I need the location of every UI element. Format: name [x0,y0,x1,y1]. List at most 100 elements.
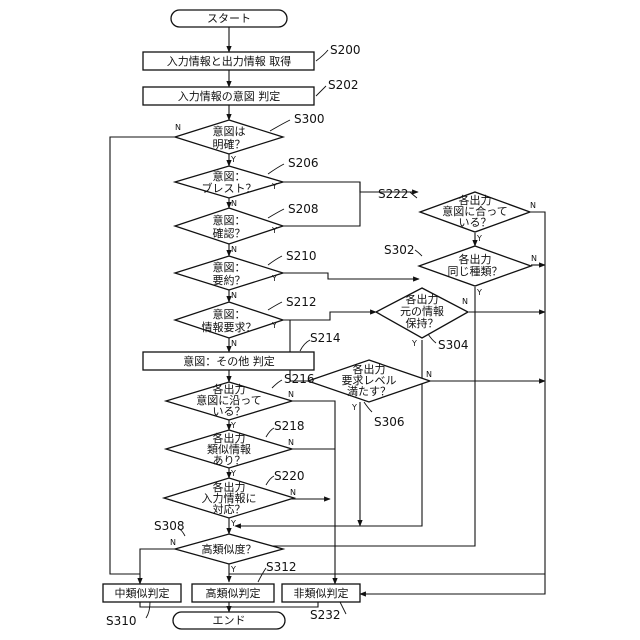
s308-no-marker: N [170,538,176,547]
step-refs: S200 S202 S300 S206 S208 S210 S212 S214 … [106,43,469,628]
s300-no-marker: N [175,123,181,132]
ref-s202: S202 [328,78,359,92]
line-s310-to-end [140,602,229,607]
node-start: スタート [171,10,287,27]
leader-s312 [258,568,266,582]
node-s306: 各出力 要求レベル 満たす？ [308,360,430,402]
node-s214: 意図：その他 判定 [143,352,314,370]
leader-s218 [266,428,274,437]
s208-yes-marker: Y [271,226,277,235]
ref-s304: S304 [438,338,469,352]
leader-s302 [415,250,422,256]
node-end: エンド [173,612,285,629]
ref-s312: S312 [266,560,297,574]
s216-yes-marker: Y [230,421,236,430]
start-label: スタート [207,12,251,25]
s310-label: 中類似判定 [115,586,170,600]
leader-s212 [268,302,282,310]
node-s206: 意図： ブレスト？ [175,166,283,198]
leader-s222 [410,192,417,198]
s302-no-marker: N [531,254,537,263]
s218-no-marker: N [288,438,294,447]
node-s202: 入力情報の意図 判定 [143,87,314,105]
s208-label-line1: 意図： [213,213,246,227]
s200-label: 入力情報と出力情報 取得 [167,54,292,68]
line-s232-to-end [229,602,318,607]
s304-no-marker: N [462,297,468,306]
leader-s200 [316,50,328,61]
leader-s220 [266,476,274,485]
leader-s232 [340,602,346,614]
s206-yes-marker: Y [271,182,277,191]
s302-label-line2: 同じ種類？ [448,264,503,278]
line-s210-yes-to-s302 [283,273,419,279]
node-s220: 各出力 入力情報に 対応？ [164,478,294,518]
s214-label: 意図：その他 判定 [183,354,275,368]
leader-s216 [272,380,282,388]
leader-s210 [268,256,282,265]
s212-label-line1: 意図： [213,307,246,321]
line-s308-no-to-s310 [140,549,175,584]
leader-s208 [268,209,284,218]
ref-s222: S222 [378,187,409,201]
ref-s302: S302 [384,243,415,257]
node-s300: 意図は 明確？ [175,120,283,154]
s210-yes-marker: Y [271,274,277,283]
ref-s206: S206 [288,156,319,170]
s222-no-marker: N [530,201,536,210]
node-s302: 各出力 同じ種類？ [419,246,531,286]
s218-yes-marker: Y [230,469,236,478]
s306-no-marker: N [426,370,432,379]
node-s232: 非類似判定 [282,584,360,602]
s308-yes-marker: Y [230,565,236,574]
ref-s208: S208 [288,202,319,216]
s232-label: 非類似判定 [294,586,349,600]
s220-yes-marker: Y [230,519,236,528]
leader-s300 [270,120,290,131]
node-s310: 中類似判定 [103,584,181,602]
ref-s212: S212 [286,295,317,309]
node-s200: 入力情報と出力情報 取得 [143,52,314,70]
s208-label-line2: 確認？ [213,226,246,240]
s312-label: 高類似判定 [206,586,261,600]
s302-yes-marker: Y [476,288,482,297]
s216-label-line3: いる？ [213,405,246,418]
s304-yes-marker: Y [411,339,417,348]
ref-s210: S210 [286,249,317,263]
s202-label: 入力情報の意図 判定 [178,89,281,103]
leader-s202 [316,86,326,96]
s220-no-marker: N [290,488,296,497]
s206-label-line2: ブレスト？ [202,181,257,195]
leader-s214 [300,340,310,351]
s304-label-line3: 保持？ [406,316,439,330]
ref-s300: S300 [294,112,325,126]
node-s208: 意図： 確認？ [175,208,283,244]
s300-label-line1: 意図は [213,124,246,138]
s306-label-line3: 満たす？ [347,385,391,398]
s302-label-line1: 各出力 [459,252,492,266]
node-s218: 各出力 類似情報 あり？ [166,430,292,468]
s222-label-line3: いる？ [459,216,492,229]
node-s222: 各出力 意図に合って いる？ [420,192,530,232]
end-label: エンド [213,614,246,627]
s210-no-marker: N [231,291,237,300]
leader-s306 [364,402,372,412]
s212-label-line2: 情報要求？ [202,321,257,334]
s206-label-line1: 意図： [213,169,246,183]
s208-no-marker: N [231,245,237,254]
s206-no-marker: N [231,199,237,208]
node-s304: 各出力 元の情報 保持？ [376,288,468,338]
s300-label-line2: 明確？ [213,137,246,151]
leader-s206 [268,164,284,174]
node-s216: 各出力 意図に沿って いる？ [166,382,292,420]
s300-yes-marker: Y [230,155,236,164]
line-s212-yes-to-s304 [283,312,376,320]
s222-yes-marker: Y [476,234,482,243]
ref-s216: S216 [284,372,315,386]
s212-yes-marker: Y [271,321,277,330]
ref-s310: S310 [106,614,137,628]
s308-label: 高類似度？ [202,542,257,556]
ref-s200: S200 [330,43,361,57]
ref-s214: S214 [310,331,341,345]
